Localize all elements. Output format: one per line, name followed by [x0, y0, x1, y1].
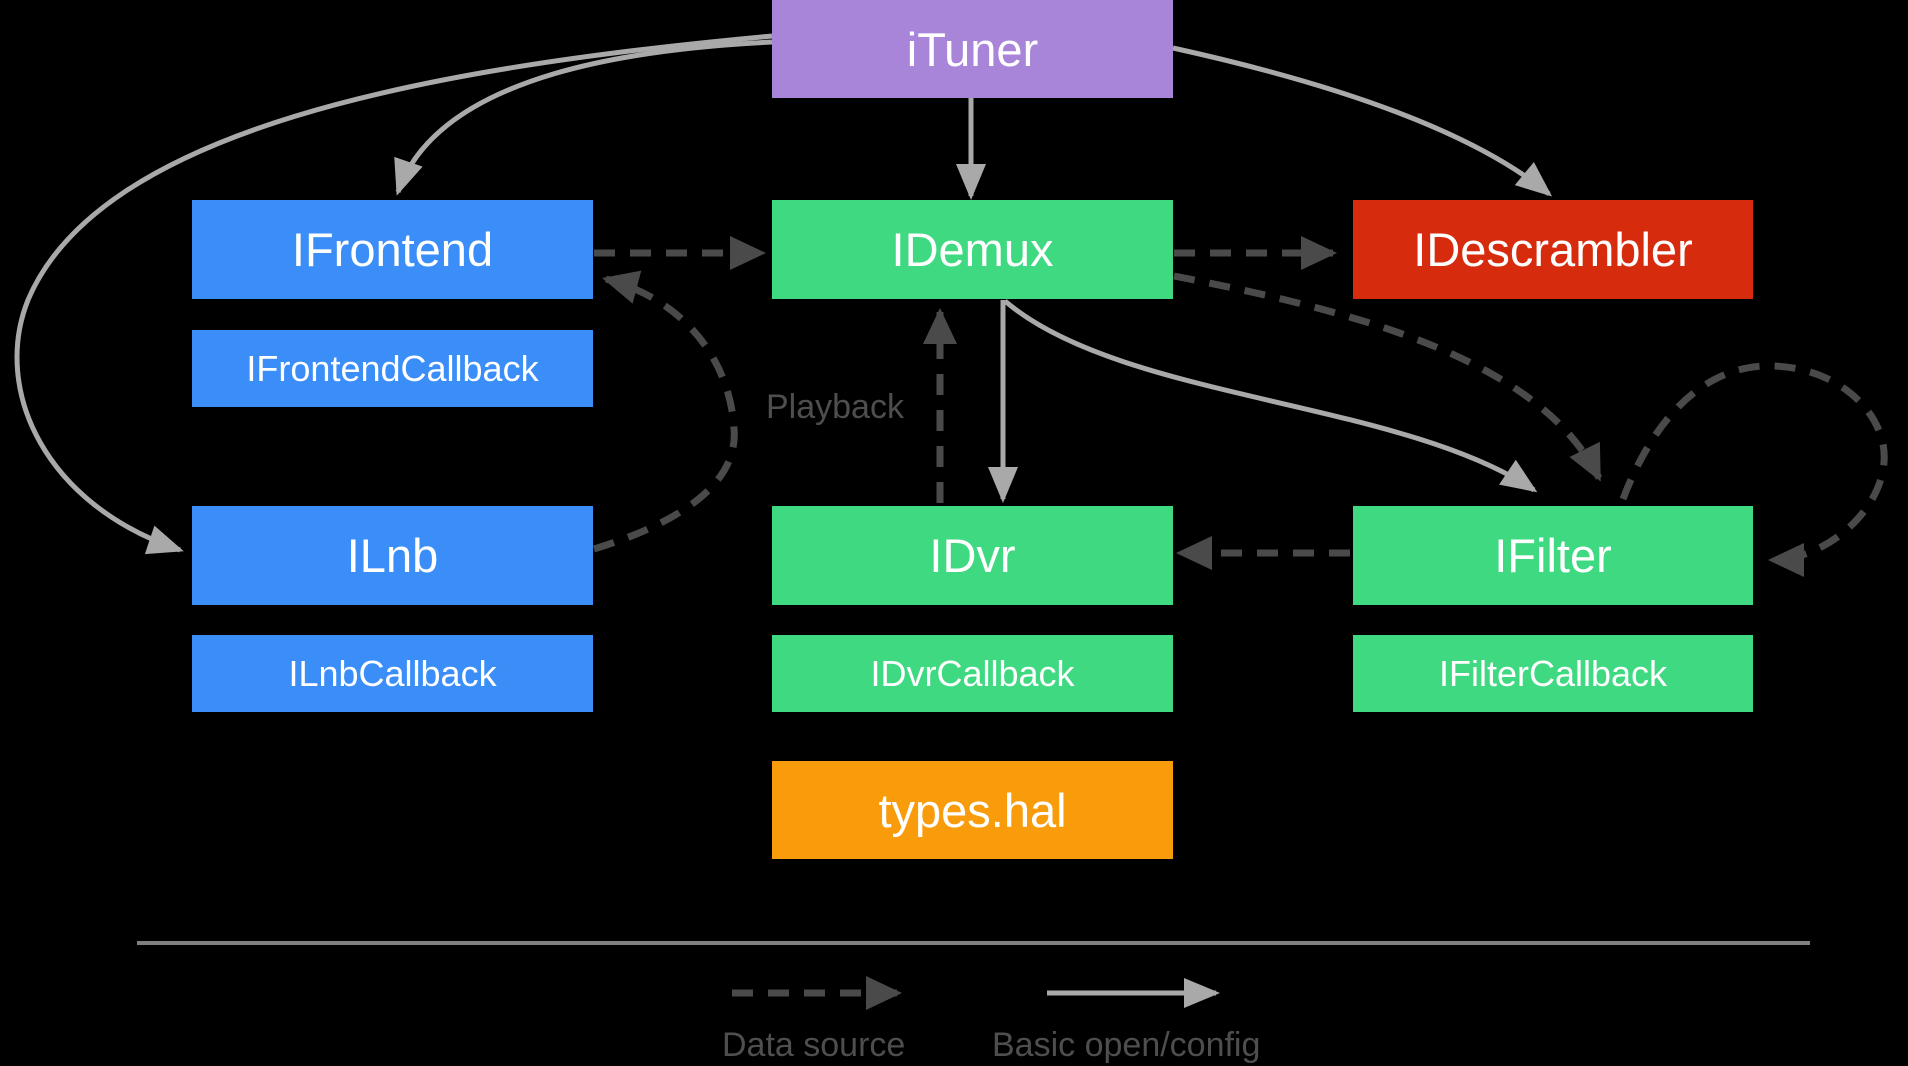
legend-data-source-label: Data source: [722, 1026, 906, 1064]
node-ilnb: ILnb: [192, 506, 593, 605]
node-ifilter-label: IFilter: [1494, 529, 1612, 582]
node-ifilter-callback: IFilterCallback: [1353, 635, 1753, 712]
node-idvr-callback-label: IDvrCallback: [870, 652, 1075, 694]
node-idescrambler-label: IDescrambler: [1413, 223, 1693, 276]
edge-ituner-to-ifrontend: [394, 39, 773, 196]
edge-ilnb-to-ifrontend-data: [592, 270, 738, 553]
edge-idemux-to-ifilter-data: [1173, 272, 1603, 482]
node-ilnb-label: ILnb: [346, 529, 439, 582]
node-types-hal: types.hal: [772, 761, 1173, 859]
node-types-hal-label: types.hal: [878, 783, 1067, 837]
node-idvr: IDvr: [772, 506, 1173, 605]
node-ifilter-callback-label: IFilterCallback: [1438, 652, 1668, 694]
legend-basic-open-config-label: Basic open/config: [992, 1026, 1261, 1064]
node-ifilter: IFilter: [1353, 506, 1753, 605]
node-idemux-label: IDemux: [891, 223, 1054, 276]
edge-ituner-to-idescrambler: [1172, 45, 1553, 197]
node-ituner: iTuner: [772, 0, 1173, 98]
node-ituner-label: iTuner: [906, 22, 1039, 76]
node-ifrontend-callback: IFrontendCallback: [192, 330, 593, 407]
node-idemux: IDemux: [772, 200, 1173, 299]
edge-ituner-to-ilnb: [14, 33, 773, 555]
node-idvr-callback: IDvrCallback: [772, 635, 1173, 712]
node-ifrontend-callback-label: IFrontendCallback: [246, 347, 539, 389]
node-idescrambler: IDescrambler: [1353, 200, 1753, 299]
node-ilnb-callback: ILnbCallback: [192, 635, 593, 712]
playback-edge-label: Playback: [766, 388, 904, 426]
edge-idemux-to-ifilter: [1003, 299, 1538, 493]
legend-divider: [137, 941, 1810, 945]
node-idvr-label: IDvr: [929, 529, 1016, 582]
edge-ifilter-self-loop-data: [1619, 362, 1888, 577]
node-ifrontend: IFrontend: [192, 200, 593, 299]
node-ilnb-callback-label: ILnbCallback: [288, 652, 497, 694]
node-ifrontend-label: IFrontend: [291, 223, 494, 276]
